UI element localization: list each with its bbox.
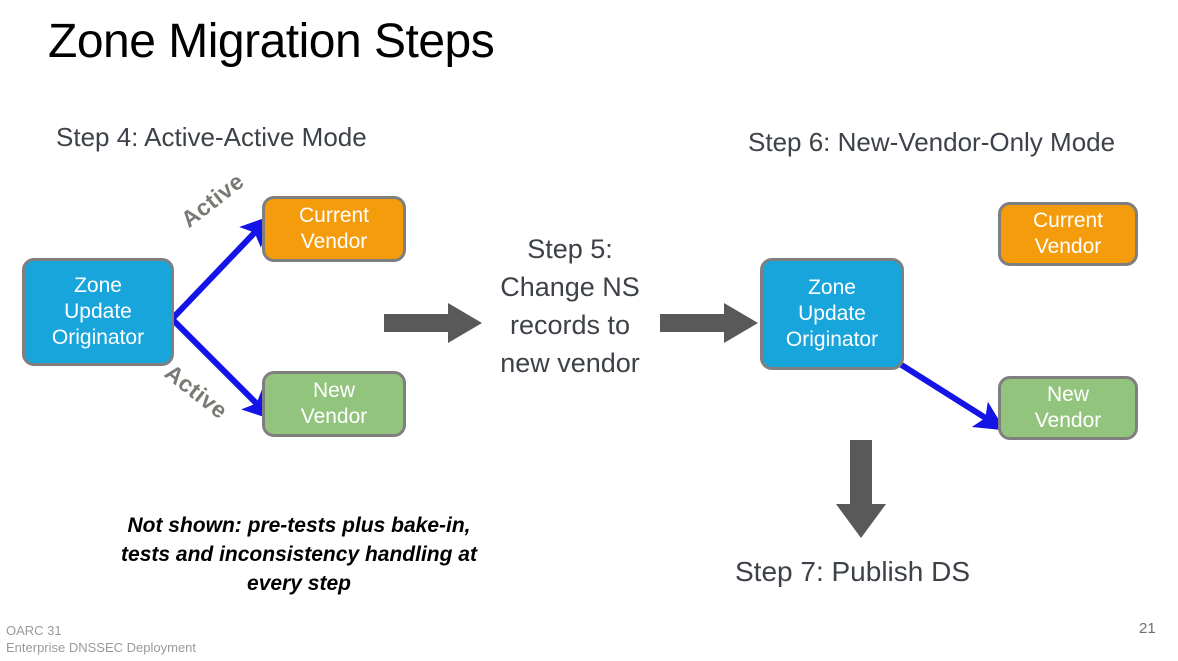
note-line: every step bbox=[247, 572, 351, 595]
box-line: Zone bbox=[808, 276, 856, 299]
gray-arrow-right-2 bbox=[660, 303, 758, 343]
step6-new-vendor-box[interactable]: New Vendor bbox=[998, 376, 1138, 440]
step6-current-vendor-box[interactable]: Current Vendor bbox=[998, 202, 1138, 266]
box-line: Vendor bbox=[300, 230, 368, 253]
box-line: New bbox=[1046, 383, 1089, 406]
footer: OARC 31 Enterprise DNSSEC Deployment bbox=[6, 622, 196, 656]
box-line: Originator bbox=[51, 326, 145, 349]
step5-line: Step 5: bbox=[527, 234, 613, 264]
box-line: Update bbox=[64, 300, 132, 323]
page-number: 21 bbox=[1139, 620, 1156, 637]
box-line: Vendor bbox=[1034, 409, 1102, 432]
step5-text-block: Step 5: Change NS records to new vendor bbox=[486, 230, 654, 382]
box-line: Zone bbox=[74, 274, 122, 297]
step7-heading: Step 7: Publish DS bbox=[735, 556, 971, 587]
box-line: New bbox=[312, 379, 355, 402]
step4-active-label-lower: Active bbox=[159, 359, 233, 424]
step4-new-vendor-box[interactable]: New Vendor bbox=[262, 371, 406, 437]
box-line: Originator bbox=[785, 328, 879, 351]
box-line: Current bbox=[1032, 209, 1104, 232]
step4-zone-update-originator-box[interactable]: Zone Update Originator bbox=[22, 258, 174, 366]
note-line: tests and inconsistency handling at bbox=[121, 543, 477, 566]
box-line: Vendor bbox=[1034, 235, 1102, 258]
box-line: Update bbox=[798, 302, 866, 325]
page-title: Zone Migration Steps bbox=[48, 15, 495, 68]
step5-line: new vendor bbox=[500, 348, 640, 378]
step4-heading: Step 4: Active-Active Mode bbox=[56, 122, 367, 152]
box-line: Current bbox=[298, 204, 370, 227]
step4-active-label-upper: Active bbox=[176, 167, 249, 233]
step6-heading: Step 6: New-Vendor-Only Mode bbox=[748, 127, 1116, 157]
not-shown-note: Not shown: pre-tests plus bake-in, tests… bbox=[74, 511, 524, 598]
step6-zone-update-originator-box[interactable]: Zone Update Originator bbox=[760, 258, 904, 370]
step6-blue-arrow bbox=[898, 361, 1006, 431]
step5-line: records to bbox=[509, 310, 631, 340]
step5-line: Change NS bbox=[500, 272, 640, 302]
gray-arrow-right-1 bbox=[384, 303, 482, 343]
footer-line-subtitle: Enterprise DNSSEC Deployment bbox=[6, 640, 197, 655]
box-line: Vendor bbox=[300, 405, 368, 428]
note-line: Not shown: pre-tests plus bake-in, bbox=[127, 514, 471, 537]
gray-arrow-down bbox=[836, 440, 886, 538]
footer-line-conference: OARC 31 bbox=[6, 623, 62, 638]
step4-current-vendor-box[interactable]: Current Vendor bbox=[262, 196, 406, 262]
